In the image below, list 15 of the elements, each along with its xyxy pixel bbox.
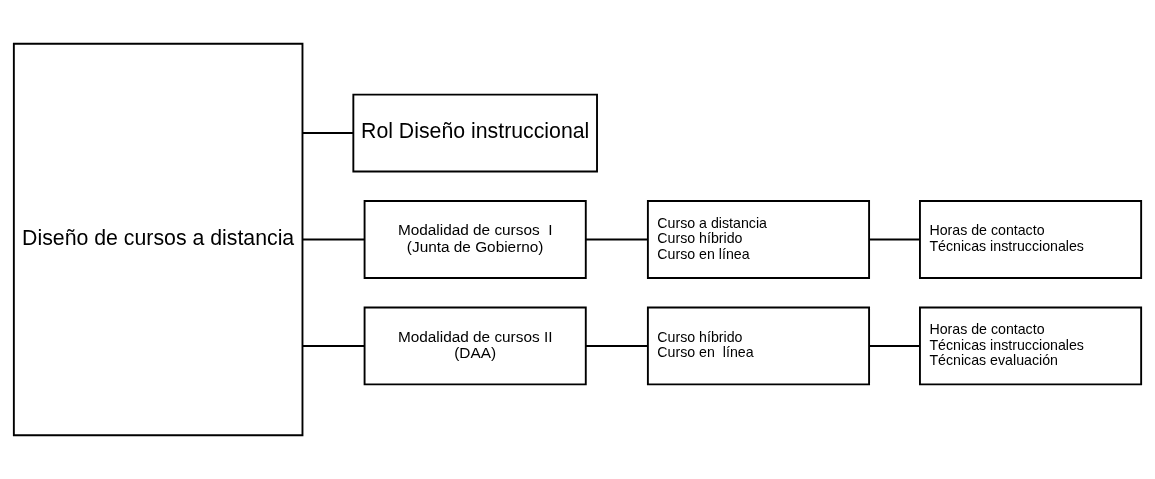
connector xyxy=(868,345,921,347)
connector xyxy=(585,345,649,347)
connector xyxy=(868,238,921,241)
connector xyxy=(301,238,366,241)
connector xyxy=(301,345,366,347)
node-box: Horas de contacto Técnicas instruccionales xyxy=(919,200,1143,279)
node-box: Modalidad de cursos II (DAA) xyxy=(363,306,587,386)
node-box: Diseño de cursos a distancia xyxy=(12,42,304,437)
node-box: Curso a distancia Curso híbrido Curso en línea xyxy=(646,200,871,279)
node-box: Curso híbrido Curso en línea xyxy=(646,306,871,386)
connector xyxy=(585,238,649,241)
connector xyxy=(301,132,355,134)
node-box: Horas de contacto Técnicas instruccionales Técnicas evaluación xyxy=(919,306,1143,386)
node-box: Modalidad de cursos I (Junta de Gobierno) xyxy=(363,200,587,279)
node-box: Rol Diseño instruccional xyxy=(352,93,598,173)
